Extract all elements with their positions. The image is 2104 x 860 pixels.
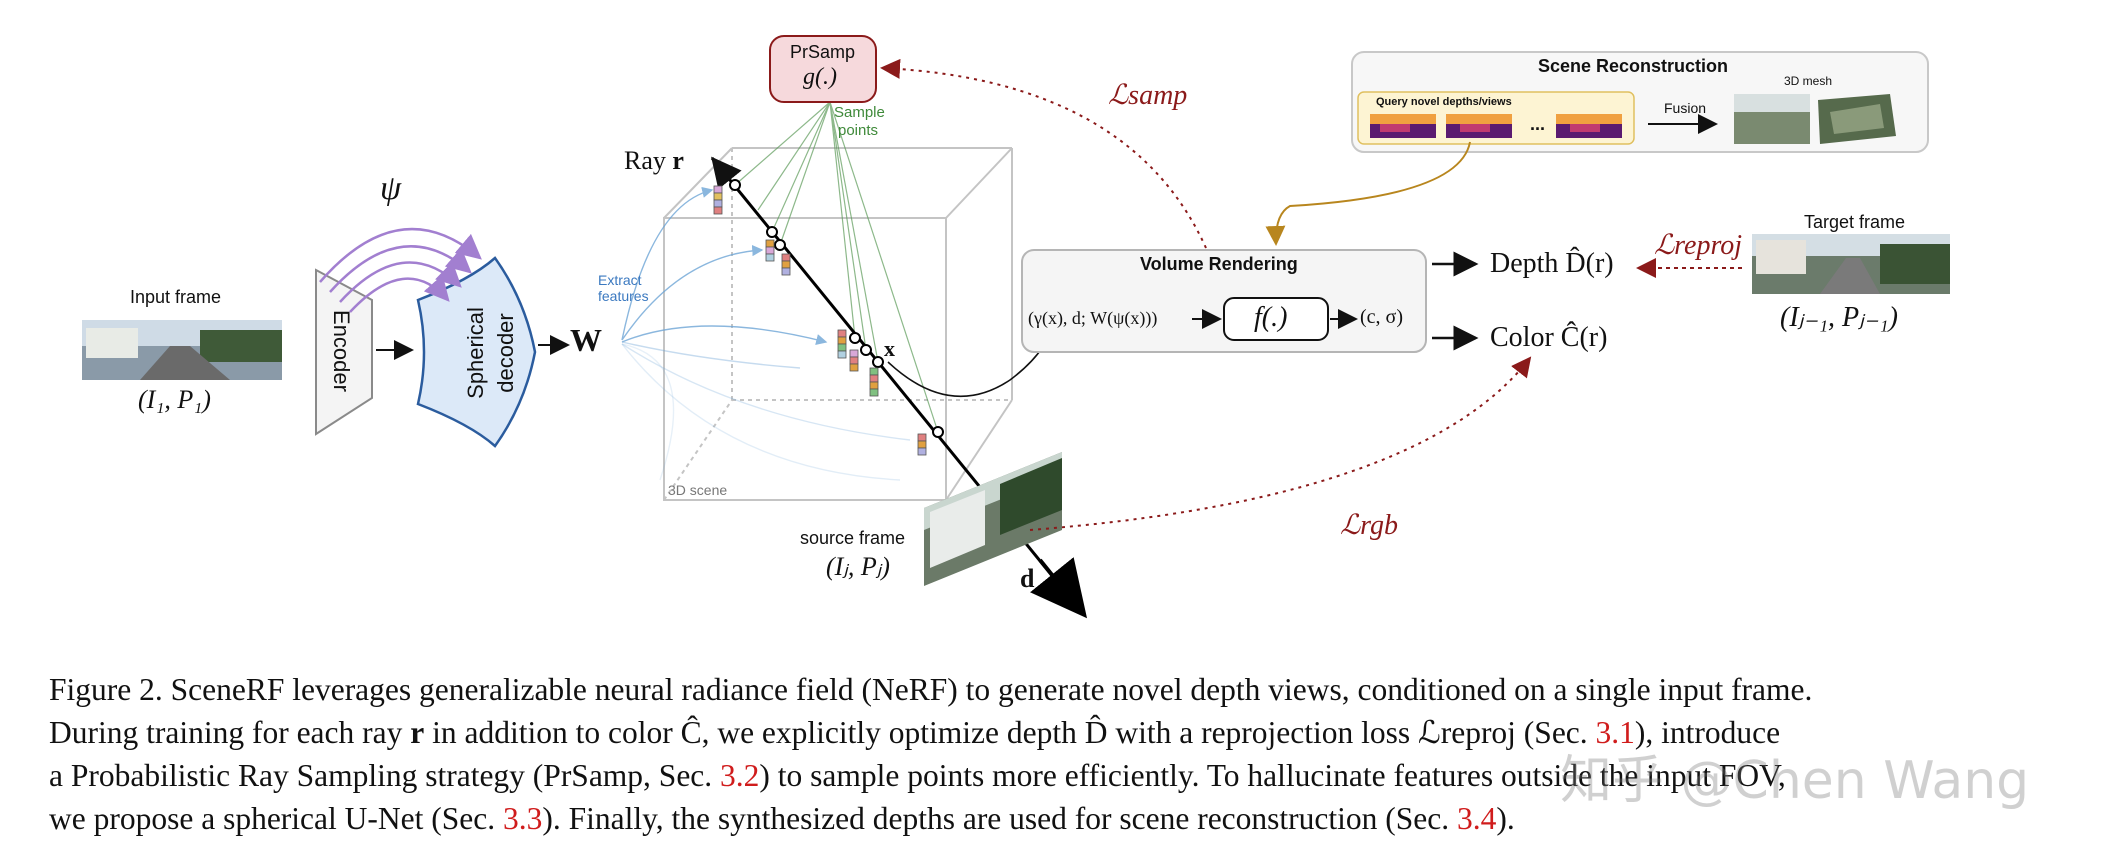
ray-label-word: Ray (624, 146, 666, 175)
ref-sec-3-1[interactable]: 3.1 (1595, 715, 1635, 750)
vr-function: f(.) (1254, 302, 1288, 333)
ref-sec-3-3[interactable]: 3.3 (502, 801, 543, 836)
ray-sample-points (729, 179, 944, 438)
caption-line-2-d: ), introduce (1634, 715, 1781, 750)
query-label: Query novel depths/views (1376, 96, 1512, 108)
caption-line-2-a: During training for each ray (49, 715, 411, 750)
caption-line-3-b: ) to sample points more efficiently. To … (759, 758, 1786, 793)
feature-stacks (713, 185, 927, 456)
spherical-decoder-shape (416, 256, 537, 448)
vr-output: (c, σ) (1360, 306, 1403, 328)
ref-sec-3-2[interactable]: 3.2 (720, 758, 760, 793)
depth-thumbnails (1370, 114, 1622, 138)
caption-line-2-c: in addition to color Ĉ, we explicitly op… (424, 715, 1596, 750)
vr-input: (γ(x), d; W(ψ(x))) (1028, 308, 1158, 328)
loss-reproj: ℒreproj (1654, 230, 1743, 261)
caption-line-2: During training for each ray r in additi… (49, 711, 2059, 754)
sample-point-lines (734, 101, 939, 433)
source-frame-image (924, 452, 1062, 586)
caption-line-4-c: ). (1496, 801, 1515, 836)
caption-line-4-a: we propose a spherical U-Net (Sec. (49, 801, 503, 836)
volume-rendering-title: Volume Rendering (1140, 254, 1298, 274)
watermark: 知乎 @Chen Wang (1560, 751, 2030, 811)
loss-samp: ℒsamp (1108, 80, 1188, 111)
w-symbol: W (570, 322, 602, 358)
ray-direction-arrow (1030, 557, 1088, 619)
recon-to-volume-arrow (1265, 141, 1471, 246)
x-symbol: x (884, 336, 895, 361)
target-frame-label: Target frame (1804, 212, 1906, 232)
caption-ray-symbol: r (410, 715, 425, 750)
target-frame-image (1752, 234, 1950, 294)
caption-line-3-a: a Probabilistic Ray Sampling strategy (P… (49, 758, 721, 793)
figure-caption: Figure 2. SceneRF leverages generalizabl… (49, 668, 2059, 840)
encoder-label: Encoder (329, 310, 354, 392)
prsamp-title: PrSamp (790, 42, 856, 62)
prsamp-box (769, 35, 877, 103)
extract-features-line2: features (598, 288, 649, 304)
mesh-thumbnails (1734, 94, 1896, 144)
scene-recon-title: Scene Reconstruction (1538, 56, 1729, 76)
scene-label: 3D scene (668, 482, 728, 498)
figure-graphics (82, 35, 1950, 619)
ray-label-symbol: r (672, 146, 684, 175)
psi-symbol: ψ (380, 170, 402, 207)
loss-rgb: ℒrgb (1340, 510, 1399, 541)
ref-sec-3-4[interactable]: 3.4 (1457, 801, 1497, 836)
feature-extraction-lines (621, 186, 911, 481)
input-frame-label: Input frame (130, 287, 222, 307)
loss-rgb-arc (1029, 356, 1532, 531)
caption-line-4: we propose a spherical U-Net (Sec. 3.3).… (49, 797, 2059, 840)
decoder-label-line2: decoder (493, 313, 518, 393)
sample-points-line1: Sample (834, 104, 885, 121)
caption-line-1: Figure 2. SceneRF leverages generalizabl… (49, 672, 1813, 707)
ray-arrow-up (711, 156, 742, 190)
prsamp-function: g(.) (803, 64, 837, 90)
target-pose: (Iⱼ₋₁, Pⱼ₋₁) (1780, 302, 1898, 333)
decoder-label-line1: Spherical (463, 307, 488, 399)
ray-label: Ray r (624, 146, 684, 176)
mesh-label: 3D mesh (1784, 74, 1833, 88)
extract-features-line1: Extract (598, 272, 642, 288)
sample-points-line2: points (838, 122, 879, 139)
loss-samp-arc (880, 58, 1207, 249)
depth-output: Depth D̂(r) (1490, 248, 1614, 279)
color-output: Color Ĉ(r) (1490, 322, 1608, 353)
f-function-box (1223, 297, 1329, 341)
fusion-label: Fusion (1664, 100, 1707, 116)
input-pose: (I₁, P₁) (138, 385, 211, 414)
figure: Input frame (I₁, P₁) ψ Encoder Spherical… (82, 35, 1950, 619)
caption-line-4-b: ). Finally, the synthesized depths are u… (542, 801, 1457, 836)
source-frame-label: source frame (800, 528, 906, 548)
scene-cube (663, 147, 1013, 501)
psi-skip-arrows (319, 227, 482, 313)
input-frame-image (82, 320, 282, 380)
source-pose: (Iⱼ, Pⱼ) (826, 552, 890, 581)
thumbnail-ellipsis: ... (1530, 114, 1546, 134)
d-symbol: d (1020, 564, 1035, 593)
caption-line-3: a Probabilistic Ray Sampling strategy (P… (49, 754, 2059, 797)
